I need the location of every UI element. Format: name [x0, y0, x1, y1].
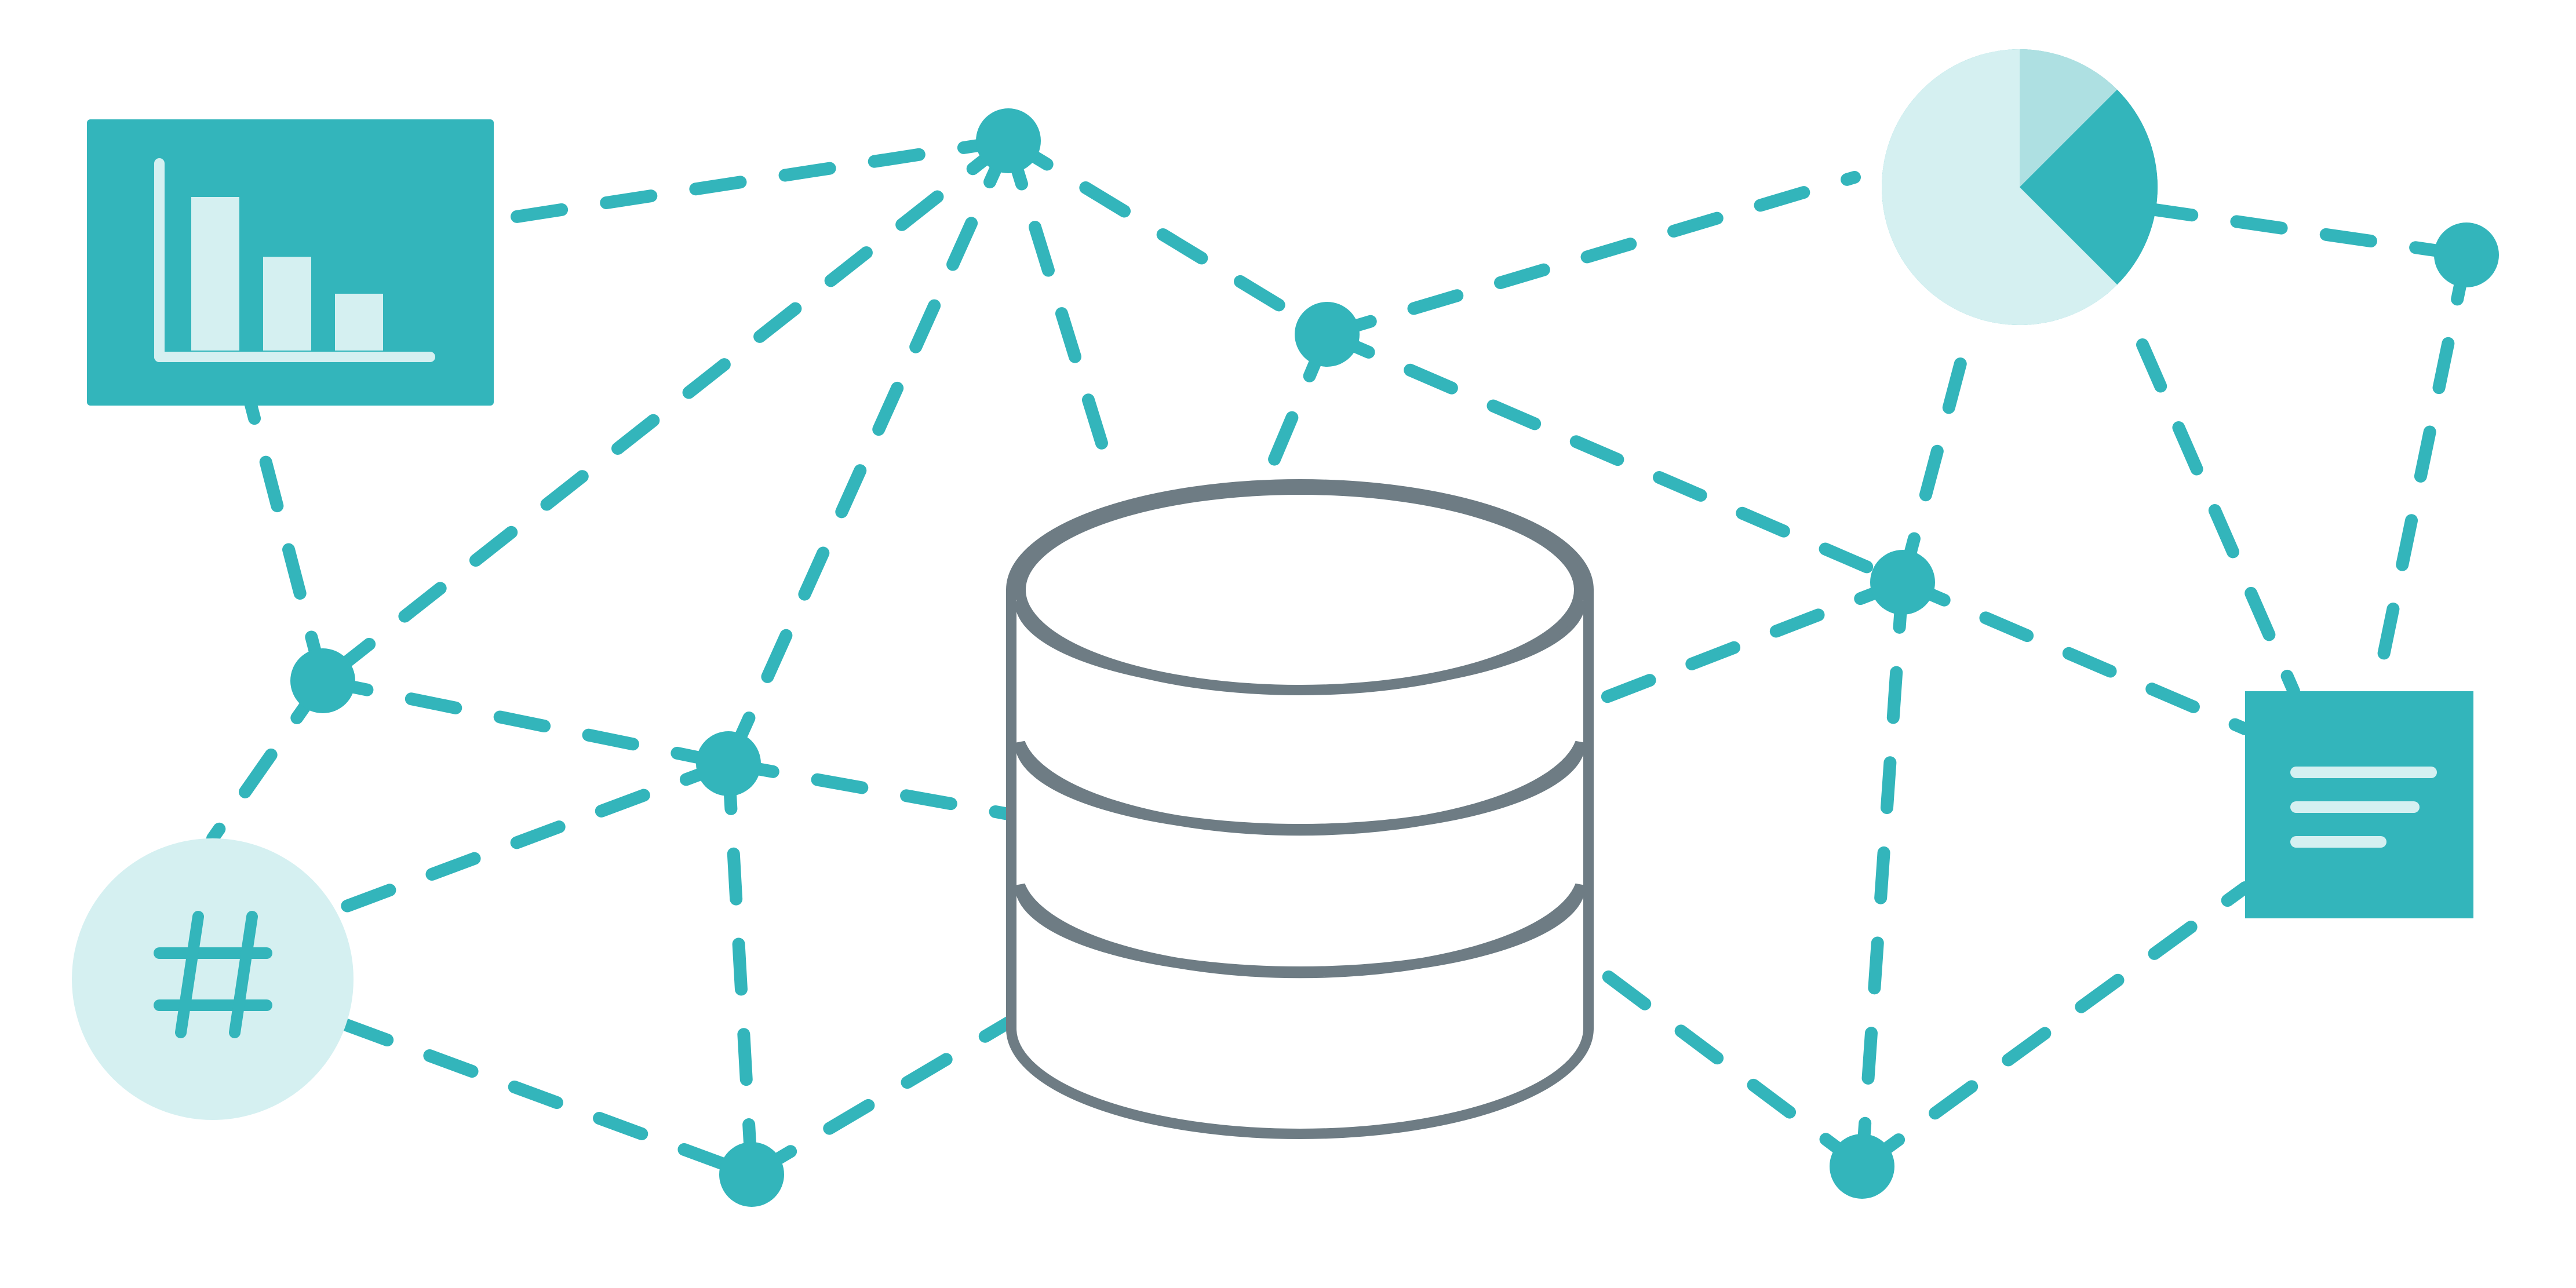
hashtag-circle [72, 838, 354, 1120]
network-link [1321, 328, 1909, 589]
network-links [206, 134, 2473, 1181]
network-link [338, 1018, 758, 1181]
pie-chart-slices [1882, 49, 2158, 326]
network-link [1896, 337, 1972, 589]
network-link [2136, 338, 2300, 698]
network-node-icon [2434, 222, 2499, 287]
network-link [244, 396, 329, 687]
bar-chart-icon [87, 119, 494, 406]
bar-chart-bar [335, 293, 383, 351]
document-icon [2245, 691, 2473, 918]
network-node-icon [696, 731, 761, 796]
pie-chart-slice [1882, 49, 2118, 326]
hashtag-glyph [154, 911, 272, 1038]
network-node-icon [1295, 302, 1360, 367]
pie-chart-slice [2020, 49, 2118, 187]
network-link [1002, 134, 1333, 341]
network-link [722, 757, 1015, 820]
network-link [2141, 202, 2473, 261]
bar-chart-bar [191, 197, 239, 351]
network-nodes [290, 108, 2499, 1207]
network-link [316, 134, 1015, 687]
database-top [1015, 484, 1584, 695]
network-link [487, 134, 1015, 227]
network-node-icon [976, 108, 1041, 173]
network-link [745, 1015, 1018, 1181]
network-link [1896, 576, 2251, 735]
network-link [722, 757, 758, 1181]
network-link [2370, 249, 2473, 698]
database-band [1015, 883, 1586, 979]
network-link [1002, 134, 1118, 481]
network-link [1856, 576, 1909, 1173]
network-link [1856, 881, 2251, 1173]
network-link [331, 757, 735, 916]
network-link [722, 134, 1015, 770]
network-node-icon [1870, 550, 1935, 615]
database-icon [1006, 479, 1594, 1139]
pie-chart-icon [1882, 49, 2158, 326]
document-text-lines [2290, 767, 2437, 848]
pie-chart-slice [2020, 89, 2158, 285]
network-link [1582, 576, 1909, 710]
database-band [1015, 740, 1586, 836]
network-link [1582, 955, 1868, 1173]
bar-chart-bars [191, 197, 383, 351]
network-link [1321, 171, 1861, 341]
bar-chart-bar [263, 257, 311, 351]
hashtag-icon [72, 838, 354, 1120]
network-node-icon [719, 1142, 784, 1207]
network-node-icon [290, 648, 355, 713]
network-node-icon [1830, 1134, 1894, 1199]
network-link [316, 674, 735, 770]
